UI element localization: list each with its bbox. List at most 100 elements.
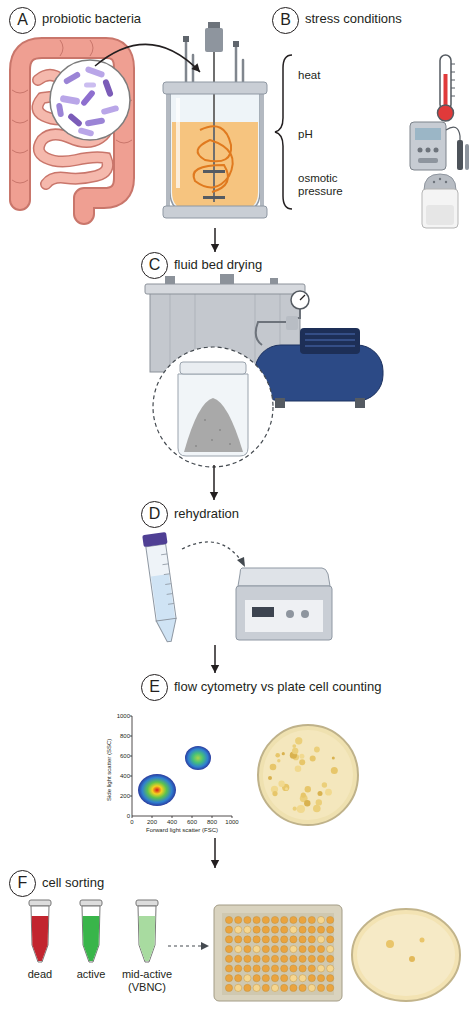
colony-dot bbox=[299, 759, 305, 765]
axis-title: Forward light scatter (FSC) bbox=[122, 827, 242, 834]
salt-shaker-icon-part bbox=[439, 178, 441, 180]
thermometer-icon-part bbox=[438, 105, 454, 121]
arrow-line bbox=[214, 645, 216, 673]
colony-dot bbox=[282, 752, 285, 755]
plate-well bbox=[253, 936, 260, 943]
water-bath-part bbox=[286, 610, 294, 618]
plate-well bbox=[253, 955, 260, 962]
plate-well bbox=[299, 965, 306, 972]
axis-tick: 200 bbox=[114, 793, 130, 800]
tube-label: active bbox=[67, 968, 115, 981]
falcon-tube bbox=[142, 532, 181, 643]
ph-meter-icon bbox=[410, 122, 469, 170]
dryer-illustration-part bbox=[300, 295, 305, 300]
plate-well bbox=[290, 984, 297, 991]
plate-well bbox=[253, 984, 260, 991]
scatter-plot-part bbox=[130, 716, 232, 818]
compressor-illustration-part bbox=[286, 316, 298, 330]
colony-dot bbox=[277, 759, 280, 762]
bioreactor-illustration-part bbox=[194, 126, 233, 192]
magnifier-bacteria-part bbox=[101, 105, 120, 115]
well-plate bbox=[214, 905, 342, 1001]
step-heading: flow cytometry vs plate cell counting bbox=[174, 679, 381, 695]
sorted-tube-dead-part bbox=[29, 900, 51, 906]
step-letter: C bbox=[141, 252, 168, 279]
dashed-transfer-arrow-part bbox=[237, 557, 245, 567]
plate-well bbox=[253, 965, 260, 972]
arrow-head bbox=[211, 860, 219, 868]
bioreactor-illustration-part bbox=[203, 170, 225, 173]
axis-tick: 400 bbox=[114, 773, 130, 780]
dashed-plating-arrow bbox=[168, 942, 209, 950]
ph-meter-icon-part bbox=[434, 148, 439, 153]
plate-well bbox=[225, 926, 232, 933]
colony-dot bbox=[316, 799, 322, 805]
powder-jar-magnifier-part bbox=[204, 419, 206, 421]
plate-well bbox=[327, 926, 334, 933]
bioreactor-illustration-part bbox=[208, 22, 220, 29]
plate-well bbox=[235, 975, 242, 982]
ph-meter-icon-part bbox=[426, 148, 431, 153]
plate-well bbox=[308, 936, 315, 943]
plate-well bbox=[327, 984, 334, 991]
flow-arrow bbox=[211, 645, 219, 673]
petri-dish-sorted-part bbox=[409, 956, 415, 962]
plate-well bbox=[290, 965, 297, 972]
step-panel: Aprobiotic bacteria bbox=[0, 6, 95, 211]
petri-dish-sorted-part bbox=[386, 940, 394, 948]
plate-well bbox=[281, 946, 288, 953]
colony-dot bbox=[332, 757, 335, 760]
plate-well bbox=[281, 965, 288, 972]
axis-tick: 600 bbox=[114, 753, 130, 760]
sorted-tube-active-part bbox=[83, 916, 100, 961]
tube-label: mid-active (VBNC) bbox=[117, 968, 177, 993]
arrow-line bbox=[214, 838, 216, 868]
colony-dot bbox=[325, 789, 332, 796]
sorted-tube-vbnc-part bbox=[139, 916, 156, 961]
plate-well bbox=[290, 936, 297, 943]
bioreactor-illustration-part bbox=[233, 41, 239, 47]
dashed-transfer-arrow-part bbox=[182, 542, 242, 562]
plate-well bbox=[244, 916, 251, 923]
plate-well bbox=[262, 916, 269, 923]
magnifier-bacteria-part bbox=[77, 127, 94, 137]
dryer-illustration-part bbox=[220, 274, 234, 284]
plate-well bbox=[299, 946, 306, 953]
plate-well bbox=[327, 936, 334, 943]
sorted-tube-dead-part bbox=[31, 906, 49, 962]
plate-well bbox=[235, 984, 242, 991]
plate-well bbox=[271, 955, 278, 962]
axis-tick: 600 bbox=[184, 819, 200, 826]
petri-dish-counting-part bbox=[263, 730, 353, 820]
bioreactor-illustration-part bbox=[166, 94, 170, 206]
axis-tick: 1000 bbox=[224, 819, 240, 826]
plate-well bbox=[317, 975, 324, 982]
intestine-illustration-part bbox=[12, 40, 132, 183]
colony-dot bbox=[322, 782, 327, 787]
plate-well bbox=[244, 955, 251, 962]
magnifier-bacteria-part bbox=[80, 89, 96, 107]
plate-well bbox=[299, 955, 306, 962]
stress-bracket-part bbox=[275, 55, 292, 209]
magnifier-bacteria-part bbox=[60, 95, 81, 105]
plate-well bbox=[308, 975, 315, 982]
plate-well bbox=[225, 916, 232, 923]
bioreactor-illustration-part bbox=[260, 94, 264, 206]
powder-jar-magnifier-part bbox=[180, 362, 246, 374]
stress-label: pH bbox=[298, 128, 313, 141]
step-heading: stress conditions bbox=[305, 11, 402, 27]
powder-jar-magnifier-part bbox=[195, 445, 197, 447]
colony-dot bbox=[275, 753, 280, 758]
petri-dish-counting-part bbox=[258, 725, 358, 825]
magnifier-bacteria-part bbox=[63, 71, 82, 85]
plate-well bbox=[225, 975, 232, 982]
plate-well bbox=[327, 946, 334, 953]
plate-well bbox=[225, 946, 232, 953]
petri-dish-counting bbox=[258, 725, 358, 825]
plate-well bbox=[317, 926, 324, 933]
axis-tick: 0 bbox=[114, 813, 130, 820]
plate-well bbox=[262, 936, 269, 943]
plate-well bbox=[308, 926, 315, 933]
thermometer-icon-part bbox=[451, 64, 455, 96]
magnifier-bacteria-part bbox=[85, 117, 106, 126]
